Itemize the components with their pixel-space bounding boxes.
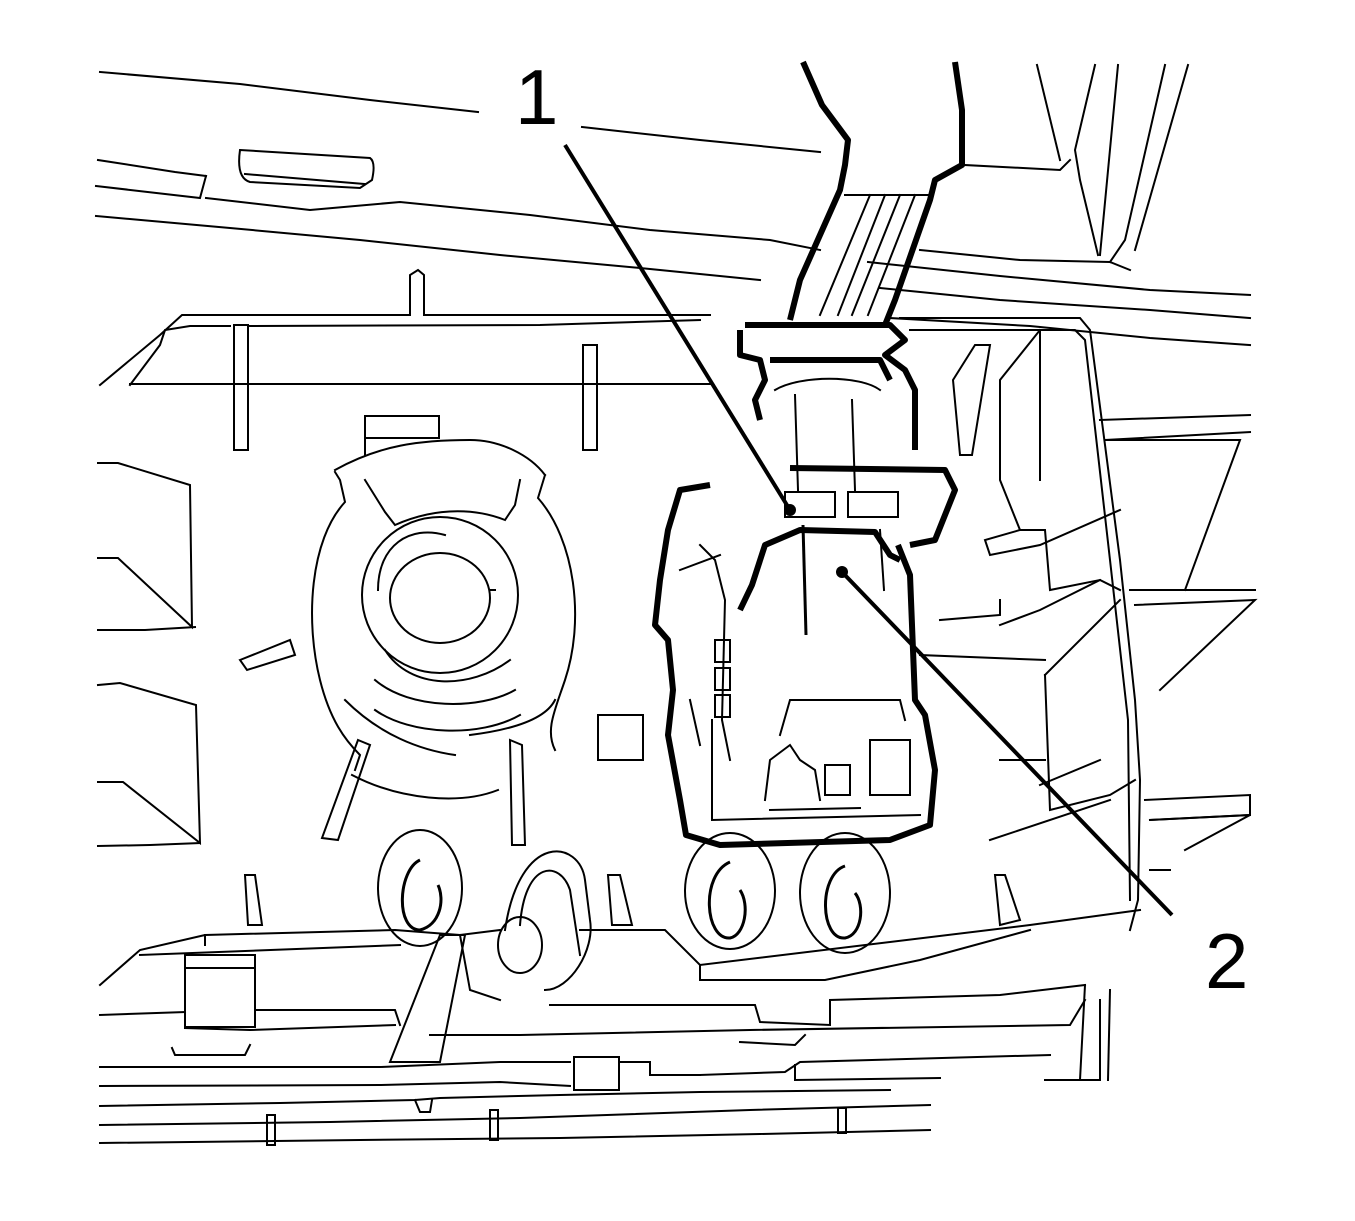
- round-socket: [311, 415, 644, 846]
- housing-frame: [98, 268, 1258, 932]
- callout-1-leader: [563, 143, 792, 512]
- upper-panel-lines: [94, 70, 1252, 347]
- callout-label-1: 1: [515, 53, 559, 141]
- bottom-rail: [98, 829, 1142, 1146]
- wiring-harness: [787, 60, 965, 327]
- upper-right-ribs: [918, 63, 1190, 272]
- connector: [652, 322, 958, 848]
- callout-1-leader-dot: [784, 504, 796, 516]
- callout-2-leader-dot: [836, 566, 848, 578]
- callout-2-leader: [840, 570, 1174, 917]
- left-blocks: [96, 462, 297, 848]
- callout-label-2: 2: [1205, 917, 1249, 1005]
